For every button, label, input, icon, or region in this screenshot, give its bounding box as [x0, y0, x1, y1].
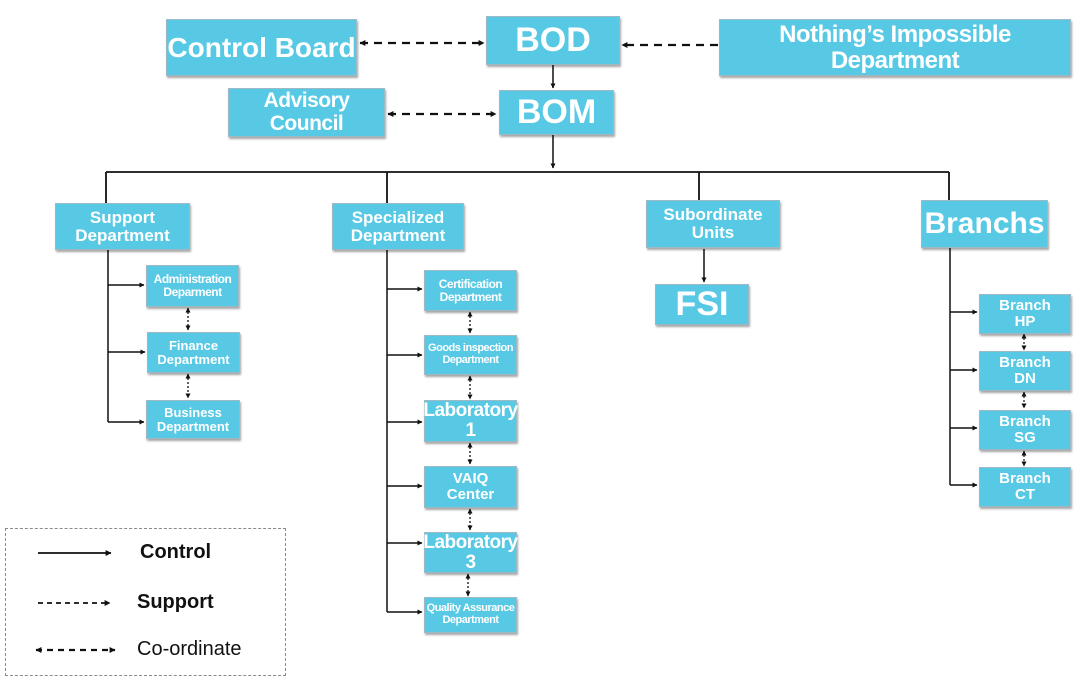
- node-specialized-department: Specialized Department: [332, 203, 464, 250]
- node-business-line1: Business: [164, 404, 222, 420]
- node-laboratory-1-label: Laboratory 1: [423, 400, 518, 441]
- node-quality-assurance-line1: Quality Assurance: [426, 602, 515, 615]
- legend-coordinate-label: Co-ordinate: [137, 638, 242, 660]
- node-subordinate-units-line1: Subordinate: [663, 205, 763, 225]
- node-support-department-line2: Department: [75, 225, 170, 245]
- node-branch-dn: Branch DN: [979, 351, 1071, 391]
- node-branch-sg-line2: SG: [1014, 429, 1036, 446]
- node-bom: BOM: [499, 90, 614, 135]
- node-bom-label: BOM: [516, 92, 597, 131]
- node-branch-ct-line2: CT: [1015, 486, 1035, 503]
- node-finance-line1: Finance: [168, 337, 219, 353]
- node-support-department: Support Department: [55, 203, 190, 250]
- node-control-board-label: Control Board: [167, 31, 356, 63]
- legend-control-label: Control: [140, 541, 212, 563]
- node-advisory-council: Advisory Council: [228, 88, 385, 137]
- node-branch-sg-line1: Branch: [999, 413, 1051, 431]
- node-quality-assurance: Quality Assurance Department: [424, 597, 517, 633]
- node-branch-ct: Branch CT: [979, 467, 1071, 507]
- node-branch-hp-line2: HP: [1014, 313, 1036, 330]
- node-fsi: FSI: [655, 284, 749, 325]
- node-branch-hp: Branch HP: [979, 294, 1071, 334]
- node-goods-inspection: Goods inspection Department: [424, 335, 517, 375]
- node-vaiq-center: VAIQ Center: [424, 466, 517, 508]
- node-branchs-label: Branchs: [924, 207, 1045, 241]
- node-branch-hp-line1: Branch: [999, 297, 1051, 315]
- node-advisory-council-label: Advisory Council: [263, 89, 350, 135]
- node-branch-dn-line2: DN: [1014, 370, 1036, 387]
- node-control-board: Control Board: [166, 19, 357, 76]
- node-specialized-department-line2: Department: [350, 225, 446, 245]
- legend-support-label: Support: [137, 591, 214, 613]
- node-finance-line2: Department: [157, 351, 230, 367]
- node-business-line2: Department: [156, 418, 230, 434]
- node-administration-line1: Administration: [153, 272, 232, 287]
- node-fsi-label: FSI: [675, 284, 729, 323]
- node-nothings-impossible: Nothing’s Impossible Department: [719, 19, 1071, 76]
- node-laboratory-1: Laboratory 1: [423, 400, 518, 442]
- legend: [5, 528, 286, 676]
- node-branch-sg: Branch SG: [979, 410, 1071, 450]
- node-branch-dn-line1: Branch: [999, 354, 1051, 372]
- node-support-department-line1: Support: [89, 207, 156, 227]
- node-quality-assurance-line2: Department: [442, 614, 499, 626]
- node-branchs: Branchs: [921, 200, 1048, 248]
- node-vaiq-center-line1: VAIQ: [452, 470, 489, 488]
- node-finance: Finance Department: [147, 332, 240, 373]
- node-nothings-impossible-label: Nothing’s Impossible Department: [779, 21, 1011, 74]
- node-administration: Administration Deparment: [146, 265, 239, 307]
- node-vaiq-center-line2: Center: [446, 486, 495, 503]
- node-goods-inspection-line2: Department: [442, 354, 499, 366]
- node-laboratory-3: Laboratory 3: [423, 531, 518, 573]
- node-branch-ct-line1: Branch: [999, 470, 1051, 488]
- node-bod-label: BOD: [515, 20, 591, 59]
- node-laboratory-3-label: Laboratory 3: [423, 531, 518, 573]
- node-certification: Certification Department: [424, 270, 517, 311]
- node-subordinate-units: Subordinate Units: [646, 200, 780, 248]
- node-goods-inspection-line1: Goods inspection: [428, 342, 513, 355]
- node-certification-line1: Certification: [438, 276, 503, 291]
- node-specialized-department-line1: Specialized: [351, 207, 445, 227]
- node-certification-line2: Department: [439, 289, 502, 304]
- node-administration-line2: Deparment: [163, 285, 222, 299]
- node-bod: BOD: [486, 16, 620, 65]
- node-subordinate-units-line2: Units: [691, 223, 735, 242]
- node-business: Business Department: [146, 400, 240, 439]
